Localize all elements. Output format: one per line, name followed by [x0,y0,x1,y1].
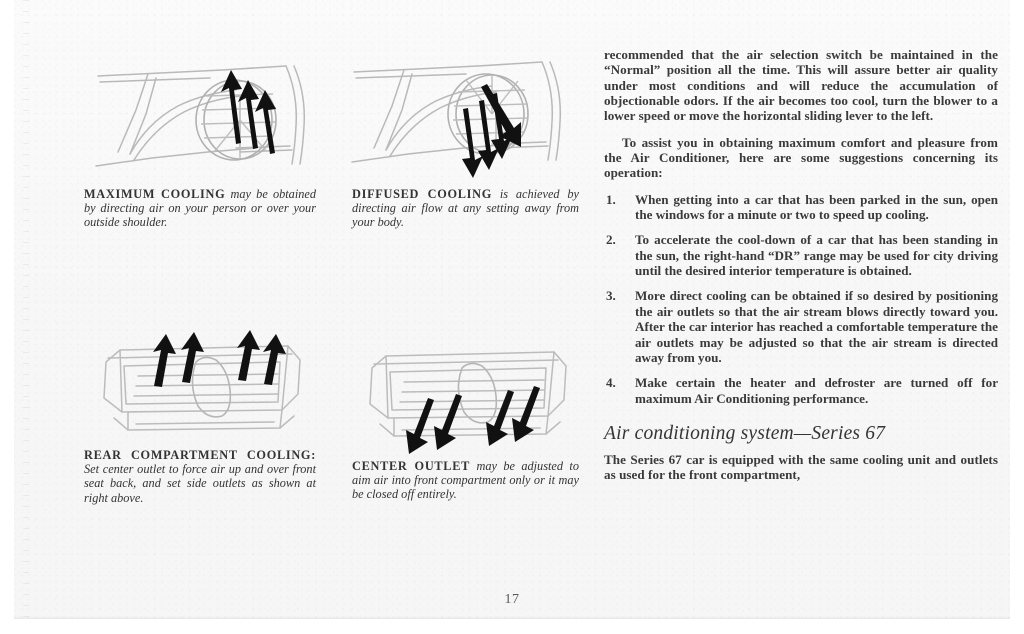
paragraph-continuation: recommended that the air selection switc… [604,47,998,124]
dashboard-round-air-outlet-arrows-up-icon [90,48,330,178]
list-item-number: 3. [606,288,616,304]
caption-body: Set center outlet to force air up and ov… [84,462,316,505]
caption-body: is achieved by directing air flow at any… [352,187,580,230]
list-item-text: To accelerate the cool-down of a car tha… [635,232,998,279]
list-item: 4. Make certain the heater and defroster… [604,375,998,406]
caption-head: DIFFUSED COOLING [352,187,492,201]
caption-head: CENTER OUTLET [352,459,471,473]
section-heading: Air conditioning system—Series 67 [604,422,886,444]
caption-center-outlet: CENTER OUTLET may be adjusted to aim air… [352,459,579,502]
list-item-number: 2. [606,232,616,248]
figure-diffused-cooling [346,48,586,178]
caption-head: REAR COMPARTMENT COOLING: [84,448,316,462]
list-item: 2. To accelerate the cool-down of a car … [604,232,998,278]
caption-rear-compartment-cooling: REAR COMPARTMENT COOLING: Set center out… [84,448,316,505]
page-number: 17 [504,592,520,607]
rectangular-air-outlet-arrows-down-icon [358,342,588,457]
figure-rear-compartment-cooling [92,328,322,443]
list-item-number: 4. [606,375,616,391]
list-item-number: 1. [606,191,616,207]
paragraph-intro: To assist you in obtaining maximum comfo… [604,134,998,181]
caption-diffused-cooling: DIFFUSED COOLING is achieved by directin… [352,187,579,230]
list-item-text: Make certain the heater and defroster ar… [635,375,998,406]
caption-body: may be adjusted to aim air into front co… [352,459,579,502]
caption-maximum-cooling: MAXIMUM COOLING may be obtained by direc… [84,187,316,230]
list-item: 1. When getting into a car that has been… [604,192,998,223]
caption-head: MAXIMUM COOLING [84,187,226,201]
list-item-text: More direct cooling can be obtained if s… [635,288,998,365]
illustrations-column: MAXIMUM COOLING may be obtained by direc… [70,48,585,548]
body-text-column: recommended that the air selection switc… [604,47,998,483]
figure-maximum-cooling [90,48,330,178]
page-binding-edge [23,0,29,619]
scanned-page-sheet [14,0,1010,619]
list-item: 3. More direct cooling can be obtained i… [604,288,998,365]
operation-suggestions-list: 1. When getting into a car that has been… [604,192,998,406]
dashboard-round-air-outlet-arrows-down-icon [346,48,586,178]
paragraph-series-67: The Series 67 car is equipped with the s… [604,451,998,483]
caption-body: may be obtained by directing air on your… [84,187,316,230]
figure-center-outlet [358,342,588,457]
rectangular-air-outlet-arrows-up-icon [92,328,322,443]
list-item-text: When getting into a car that has been pa… [635,191,998,223]
